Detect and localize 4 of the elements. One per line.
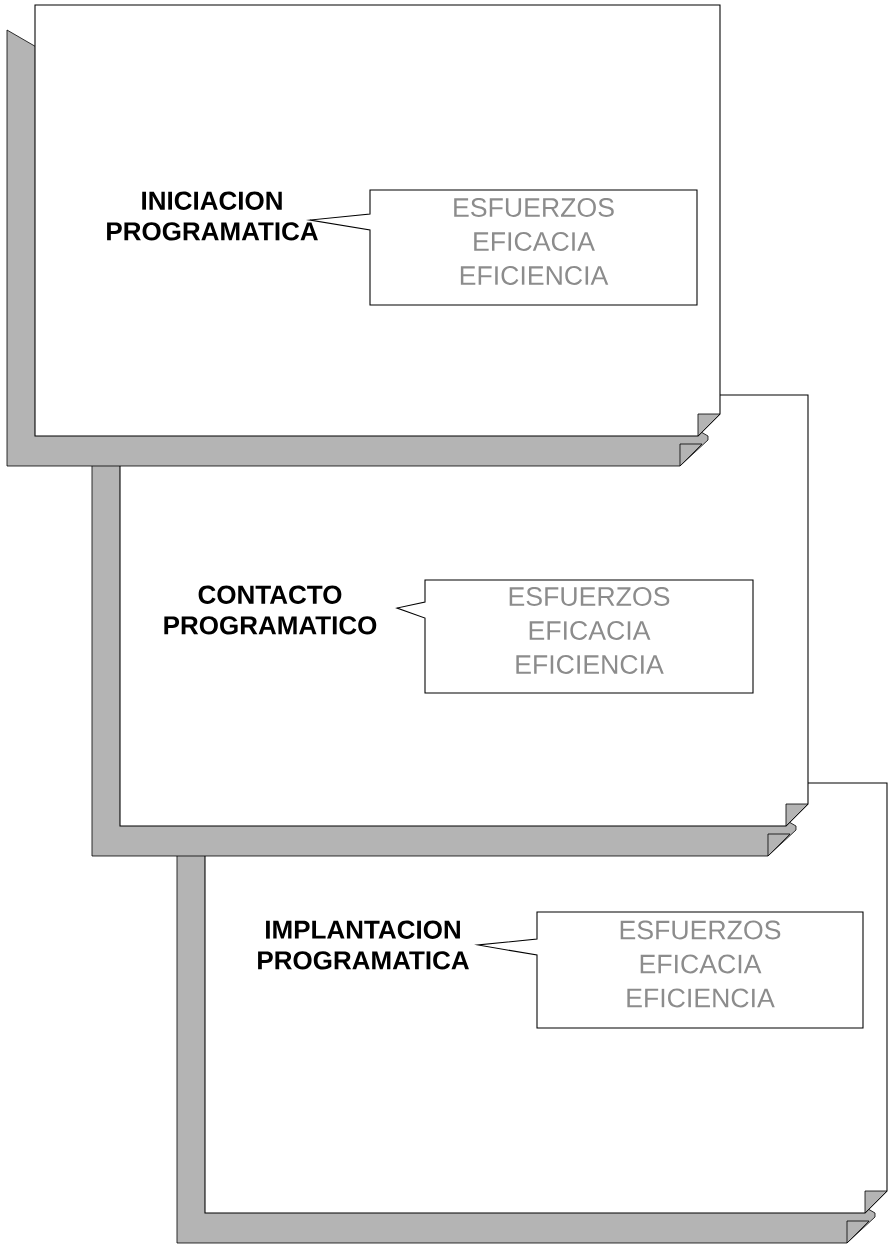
speech-bubble: ESFUERZOS EFICACIA EFICIENCIA bbox=[474, 911, 864, 1029]
stage-label: IMPLANTACION PROGRAMATICA bbox=[258, 920, 469, 970]
stage-label: CONTACTO PROGRAMATICO bbox=[164, 585, 377, 635]
speech-bubble: ESFUERZOS EFICACIA EFICIENCIA bbox=[395, 579, 754, 694]
